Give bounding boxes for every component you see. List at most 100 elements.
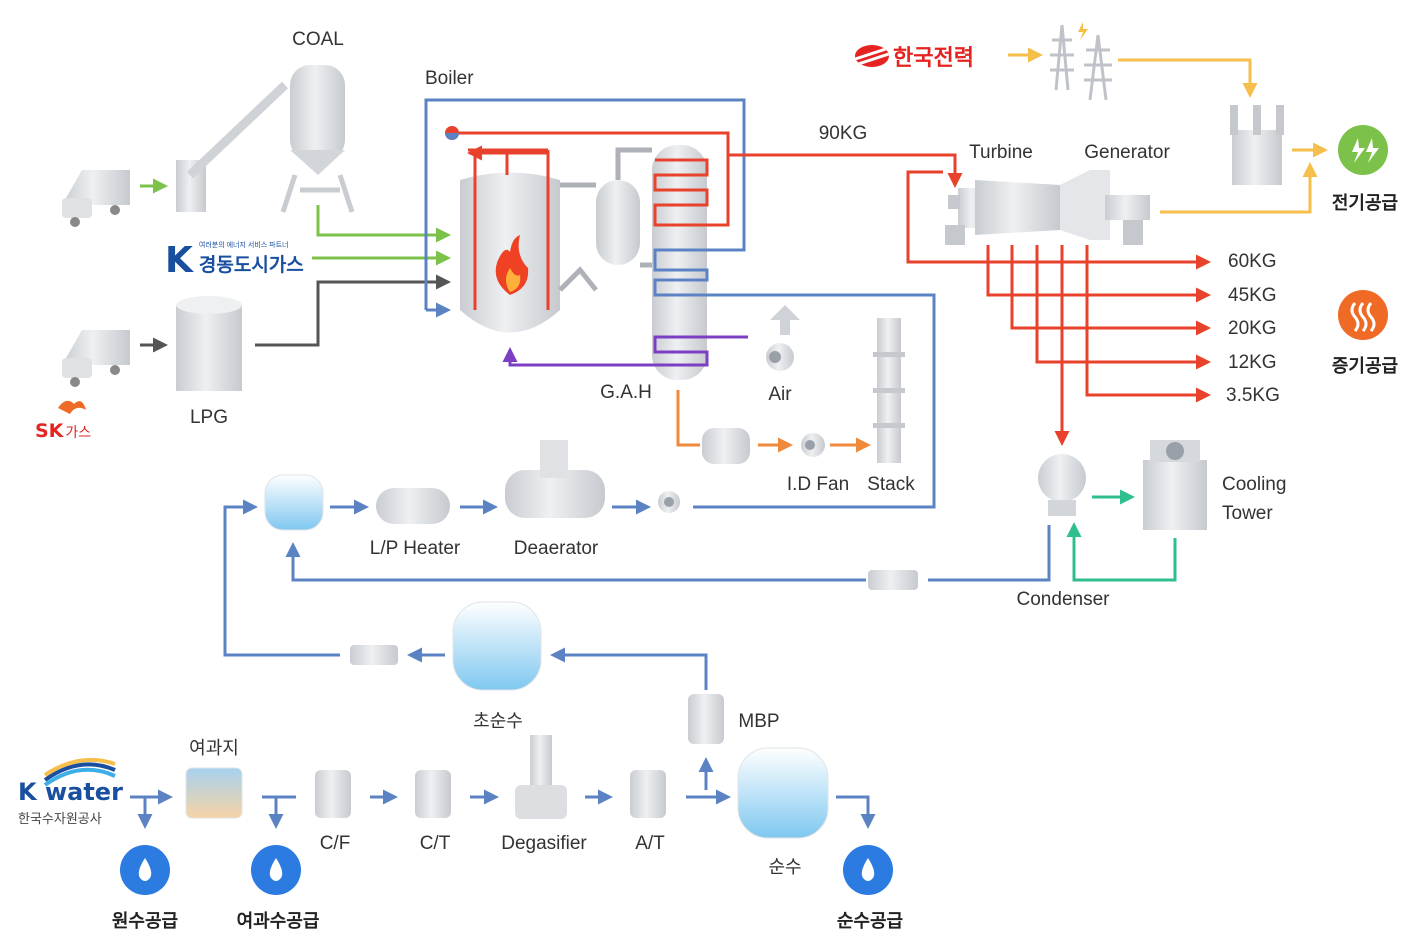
filtered-water-split <box>262 795 296 826</box>
ct-vessel-icon <box>415 770 451 818</box>
cooling-tower-label-line2: Tower <box>1222 503 1273 524</box>
generator-label: Generator <box>1084 142 1170 163</box>
turbine-icon <box>945 170 1110 245</box>
steam-line-45kg <box>986 245 1211 303</box>
coal-silo-icon <box>176 65 355 213</box>
id-fan-icon <box>801 433 825 457</box>
steam-line-20kg <box>1010 245 1211 336</box>
cooling-tower-label-line1: Cooling <box>1222 474 1287 495</box>
pure-water-supply-label: 순수공급 <box>836 911 904 931</box>
boiler-feedwater-loop <box>424 98 936 509</box>
gah-duct-icon <box>702 428 750 464</box>
lightning-icon <box>1078 22 1088 40</box>
steam-level-label: 3.5KG <box>1226 385 1280 406</box>
air-fan-icon <box>766 305 800 371</box>
pure-water-label: 순수 <box>768 857 802 877</box>
generator-power-line <box>1160 162 1318 214</box>
condenser-icon <box>1038 454 1086 516</box>
feed-pump-icon <box>658 491 680 513</box>
coal-feed-line <box>316 205 451 243</box>
cf-vessel-icon <box>315 770 351 818</box>
transmission-tower-icon <box>1050 24 1112 101</box>
water-drop-icon <box>843 845 893 895</box>
cooling-tower-icon <box>1143 440 1207 530</box>
filter-tank-label: 여과지 <box>189 738 239 758</box>
sk-gas-name: 가스 <box>65 425 92 441</box>
cf-label: C/F <box>319 833 351 854</box>
deaerator-icon <box>505 440 605 518</box>
filtered-water-supply-label: 여과수공급 <box>236 911 320 931</box>
kyungdong-name: 경동도시가스 <box>198 254 304 276</box>
kepco-name: 한국전력 <box>893 46 974 71</box>
flue-gas-line <box>676 390 700 447</box>
condenser-label: Condenser <box>1016 589 1110 610</box>
main-steam-pressure: 90KG <box>818 123 868 144</box>
raw-water-split <box>130 795 162 826</box>
kwater-logo-icon <box>43 757 116 787</box>
ct-label: C/T <box>419 833 451 854</box>
boiler-label: Boiler <box>425 68 474 89</box>
raw-water-supply-label: 원수공급 <box>111 911 179 931</box>
mbp-vessel-icon <box>688 694 724 744</box>
lpg-truck-icon <box>62 330 130 387</box>
id-fan-label: I.D Fan <box>786 474 850 495</box>
kyungdong-tagline: 여러분의 에너지 서비스 파트너 <box>198 242 289 249</box>
sk-gas-logo: SK 가스 <box>35 420 91 442</box>
steam-line-3-5kg <box>1085 245 1211 403</box>
kepco-mark-icon <box>855 45 889 67</box>
mbp-label: MBP <box>738 711 780 732</box>
gah-label: G.A.H <box>600 382 652 403</box>
filter-tank-icon <box>185 767 243 819</box>
ultra-pure-pump-icon <box>350 645 398 665</box>
kwater-subtitle: 한국수자원공사 <box>18 812 102 827</box>
steam-level-label: 45KG <box>1228 285 1277 306</box>
air-label: Air <box>768 384 792 405</box>
kyungdong-logo: K 여러분의 에너지 서비스 파트너 경동도시가스 <box>165 240 304 281</box>
steam-supply-label: 증기공급 <box>1331 356 1399 376</box>
kwater-logo: K water 한국수자원공사 <box>18 778 123 827</box>
mbp-to-ultra-line <box>550 647 708 690</box>
grid-to-transformer-line <box>1118 58 1258 98</box>
electricity-supply-icon <box>1338 125 1388 175</box>
at-vessel-icon <box>630 770 666 818</box>
degasifier-icon <box>515 735 567 819</box>
water-drop-icon <box>120 845 170 895</box>
turbine-label: Turbine <box>969 142 1033 163</box>
kwater-name: K water <box>18 778 123 806</box>
lp-heater-icon <box>376 488 450 524</box>
pure-water-out-line <box>836 795 876 829</box>
sk-name: SK <box>35 420 64 442</box>
condensate-pump-icon <box>868 570 918 590</box>
water-drop-icon <box>251 845 301 895</box>
boiler-icon <box>460 145 707 380</box>
coal-truck-icon <box>62 170 130 227</box>
lp-heater-label: L/P Heater <box>369 538 461 559</box>
lpg-feed-line <box>255 274 451 347</box>
lpg-tank-icon <box>176 296 242 391</box>
condensate-tank-icon <box>264 474 324 531</box>
steam-level-label: 20KG <box>1228 318 1277 339</box>
degasifier-label: Degasifier <box>501 833 587 854</box>
steam-extraction-header <box>906 170 1211 270</box>
cooling-return-line <box>1066 522 1177 582</box>
kyungdong-k-mark: K <box>165 240 193 281</box>
steam-level-label: 12KG <box>1228 352 1277 373</box>
superheat-coil <box>452 131 730 227</box>
flame-icon <box>495 235 529 295</box>
stack-icon <box>873 318 905 463</box>
steam-line-12kg <box>1035 245 1211 370</box>
ultra-pure-label: 초순수 <box>473 711 523 731</box>
main-steam-line <box>728 153 963 188</box>
stack-label: Stack <box>867 474 915 495</box>
steam-supply-icon <box>1338 290 1388 340</box>
generator-icon <box>1105 195 1150 245</box>
condensate-return-line <box>293 525 1051 582</box>
pure-water-tank-icon <box>737 747 829 839</box>
lpg-label: LPG <box>189 407 229 428</box>
kepco-logo: 한국전력 <box>855 40 974 72</box>
makeup-line <box>223 499 340 657</box>
coal-label: COAL <box>292 29 344 50</box>
transformer-icon <box>1230 105 1284 185</box>
electricity-supply-label: 전기공급 <box>1331 193 1399 213</box>
